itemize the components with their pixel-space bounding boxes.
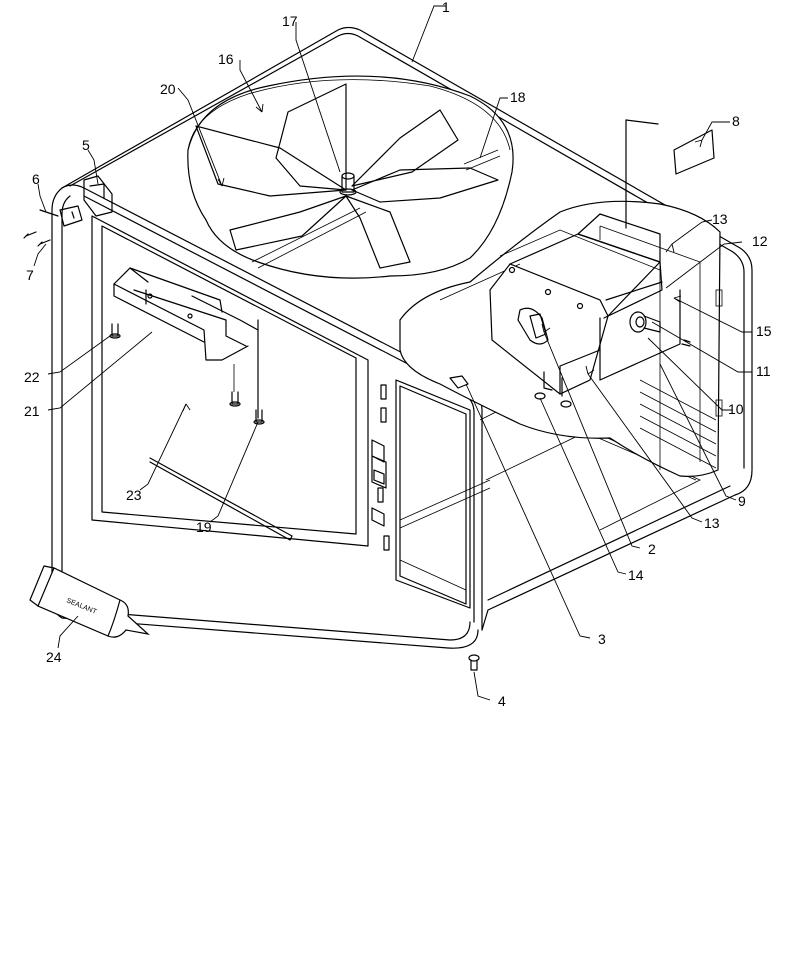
callout-12: 12 [752, 233, 768, 249]
callout-10: 10 [728, 401, 744, 417]
callout-8: 8 [732, 113, 740, 129]
leader-lines [33, 5, 752, 701]
callout-5: 5 [82, 137, 90, 153]
callout-4: 4 [498, 693, 506, 709]
front-bracket [109, 267, 265, 425]
callout-2: 2 [648, 541, 656, 557]
callout-20: 20 [160, 81, 176, 97]
screw-4 [468, 654, 480, 671]
callout-labels: 1 2 3 4 5 6 7 8 9 10 11 12 13 13 14 15 1… [24, 0, 772, 709]
callout-18: 18 [510, 89, 526, 105]
stirrer-fan [195, 83, 501, 269]
callout-19: 19 [196, 519, 212, 535]
label-plate [625, 119, 715, 229]
target-arrows [182, 103, 703, 412]
callout-24: 24 [46, 649, 62, 665]
fitting-3 [449, 375, 469, 389]
callout-13-bottom: 13 [704, 515, 720, 531]
callout-13-top: 13 [712, 211, 728, 227]
callout-6: 6 [32, 171, 40, 187]
sealant-tube: SEALANT [29, 565, 150, 638]
callout-16: 16 [218, 51, 234, 67]
callout-9: 9 [738, 493, 746, 509]
callout-14: 14 [628, 567, 644, 583]
callout-7: 7 [26, 267, 34, 283]
torn-cutaway-top [187, 75, 514, 279]
callout-15: 15 [756, 323, 772, 339]
callout-11: 11 [756, 363, 771, 379]
callout-3: 3 [598, 631, 606, 647]
callout-17: 17 [282, 13, 298, 29]
control-panel-openings [371, 384, 390, 551]
callout-22: 22 [24, 369, 40, 385]
callout-23: 23 [126, 487, 142, 503]
callout-21: 21 [24, 403, 40, 419]
callout-1: 1 [442, 0, 450, 15]
hinge-assembly [23, 175, 113, 247]
